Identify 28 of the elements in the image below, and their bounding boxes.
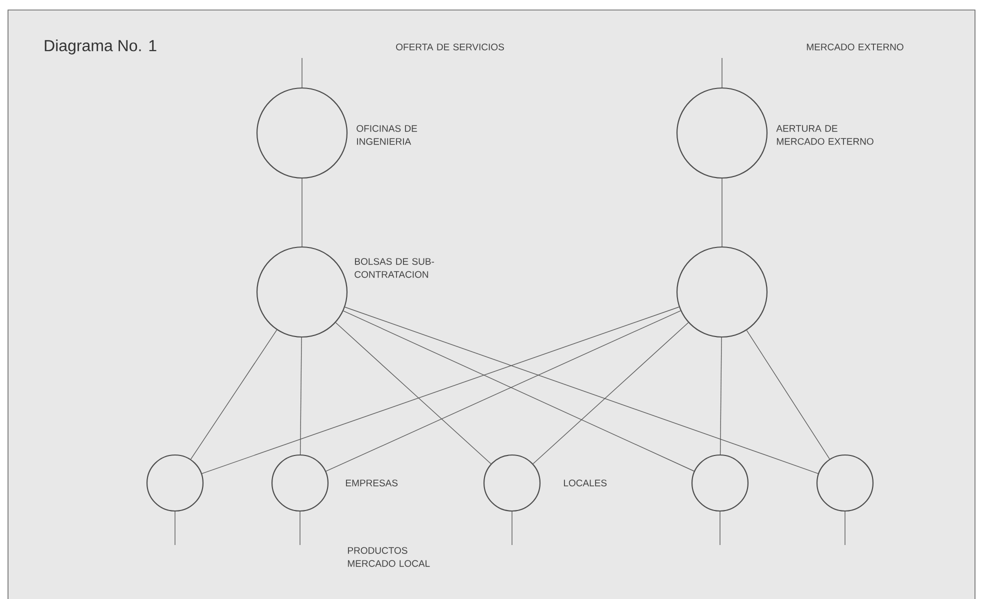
connector-line (202, 306, 680, 474)
text-label: MERCADO EXTERNO (806, 44, 904, 50)
circle-node (676, 87, 768, 179)
circle-node (691, 454, 749, 512)
circle-node (146, 454, 204, 512)
connector-line (190, 330, 278, 460)
text-label: OFERTA DE SERVICIOS (396, 44, 504, 50)
circle-node (676, 246, 768, 338)
circle-node (271, 454, 329, 512)
connector-line (844, 511, 846, 546)
connector-line (335, 322, 492, 464)
node-caption: AERTURA DE MERCADO EXTERNO (776, 125, 874, 145)
text-label: LOCALES (564, 480, 607, 486)
node-caption: BOLSAS DE SUB-CONTRATACION (354, 258, 434, 278)
text-label: PRODUCTOS MERCADO LOCAL (348, 547, 430, 567)
circle-node (816, 454, 874, 512)
diagram-title: Diagrama No. 1 (44, 40, 156, 54)
connector-line (532, 322, 689, 464)
connector-line (300, 337, 302, 455)
text-label: EMPRESAS (346, 480, 398, 486)
connector-line (720, 337, 722, 455)
connector-line (174, 511, 176, 546)
circle-node (256, 246, 348, 338)
circle-node (483, 454, 541, 512)
node-caption: OFICINAS DE INGENIERIA (356, 125, 418, 145)
connector-line (344, 306, 818, 474)
circle-node (256, 87, 348, 179)
connector-line (746, 330, 830, 460)
